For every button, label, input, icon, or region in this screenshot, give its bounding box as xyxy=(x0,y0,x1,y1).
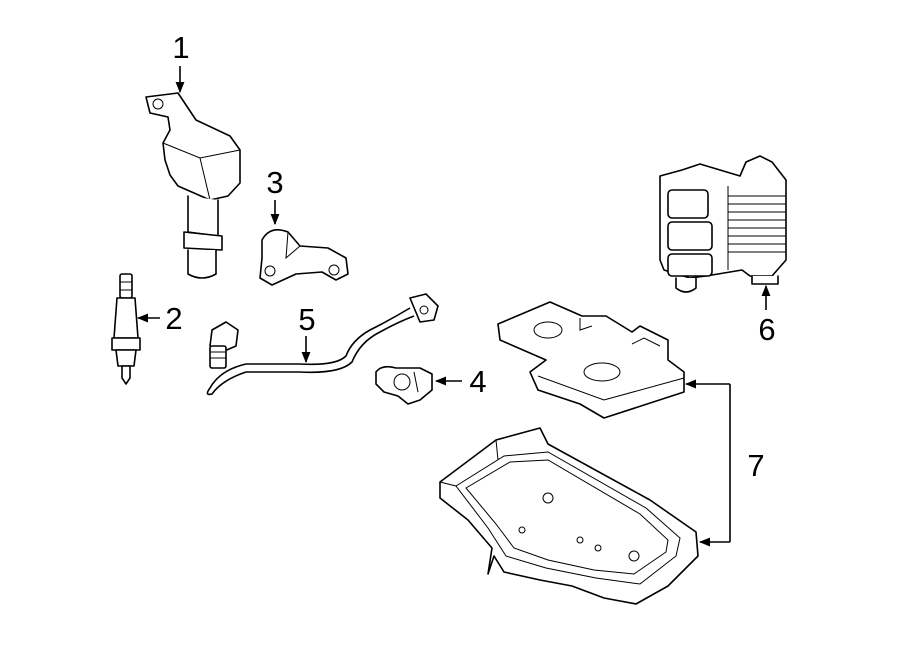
spark-plug xyxy=(111,273,141,385)
leader-lines xyxy=(136,66,771,547)
callout-4: 4 xyxy=(469,364,486,399)
engine-control-module xyxy=(659,155,787,293)
callout-1: 1 xyxy=(172,30,189,65)
callout-3: 3 xyxy=(266,165,283,200)
callout-2: 2 xyxy=(165,301,182,336)
callout-5: 5 xyxy=(298,302,315,337)
callout-6: 6 xyxy=(758,312,775,347)
ignition-coil xyxy=(145,92,241,279)
position-sensor xyxy=(259,229,349,286)
callout-7: 7 xyxy=(747,448,764,483)
module-bracket xyxy=(497,301,685,419)
mounting-tray xyxy=(439,427,699,605)
knock-sensor xyxy=(375,365,433,405)
oxygen-sensor xyxy=(206,293,439,396)
